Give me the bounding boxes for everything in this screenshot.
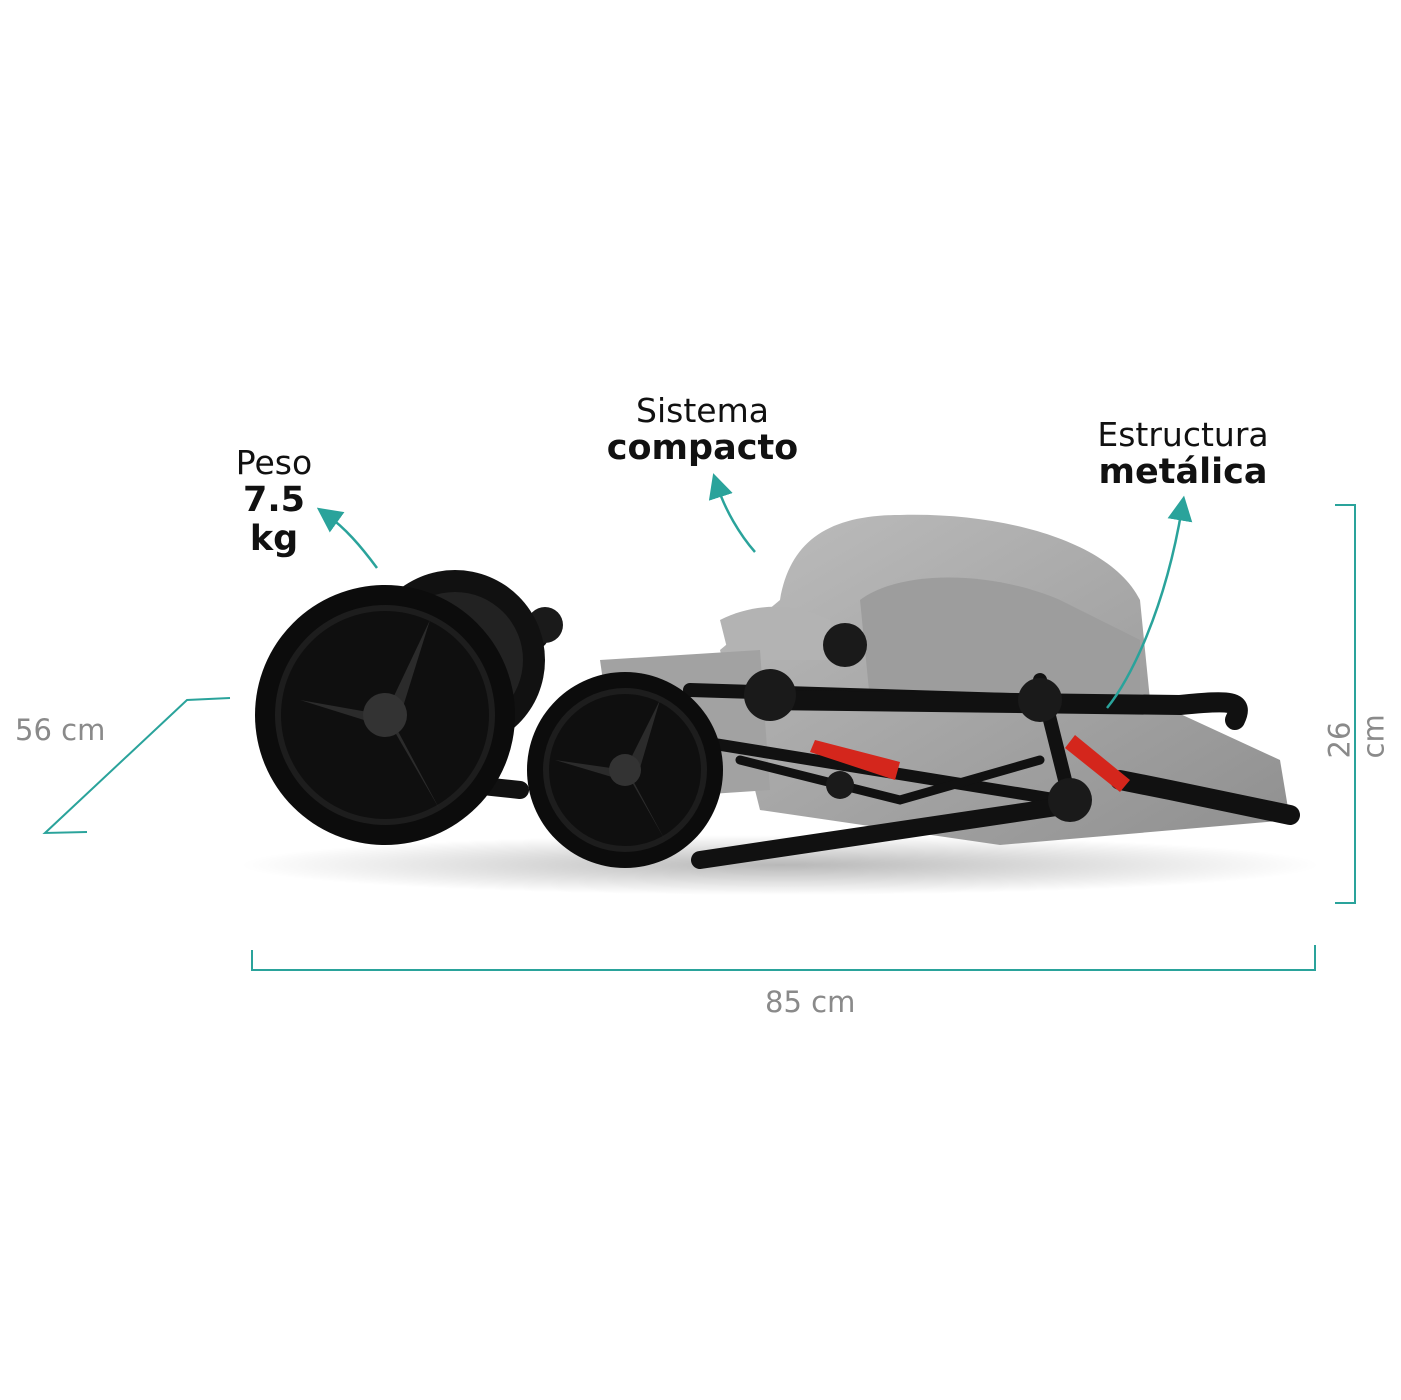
depth-line	[42, 697, 231, 835]
dimension-lines	[42, 504, 1356, 971]
weight-label: Peso 7.5 kg	[214, 443, 334, 559]
annotation-arrows	[316, 473, 1193, 709]
height-dimension: 26 cm	[1322, 714, 1391, 759]
weight-arrow	[316, 507, 379, 569]
compact-arrow	[708, 473, 756, 553]
rear-wheel-left	[255, 585, 515, 845]
frame-arrow	[1106, 495, 1193, 709]
compact-label: Sistema compacto	[580, 391, 825, 469]
weight-label-value: 7.5	[242, 480, 305, 521]
length-line	[251, 945, 1316, 971]
compact-label-value: compacto	[606, 428, 799, 469]
frame-label-title: Estructura	[1097, 415, 1269, 454]
weight-label-unit: kg	[249, 518, 299, 559]
frame-label-value: metálica	[1098, 452, 1268, 493]
weight-label-title: Peso	[235, 443, 313, 482]
frame-joints	[527, 607, 1092, 822]
length-dimension: 85 cm	[765, 985, 856, 1019]
depth-dimension: 56 cm	[15, 713, 106, 747]
height-line	[1335, 504, 1356, 904]
frame-label: Estructura metálica	[1068, 415, 1298, 493]
compact-label-title: Sistema	[636, 391, 769, 430]
floor-shadow	[240, 835, 1320, 895]
front-wheel	[527, 672, 723, 868]
